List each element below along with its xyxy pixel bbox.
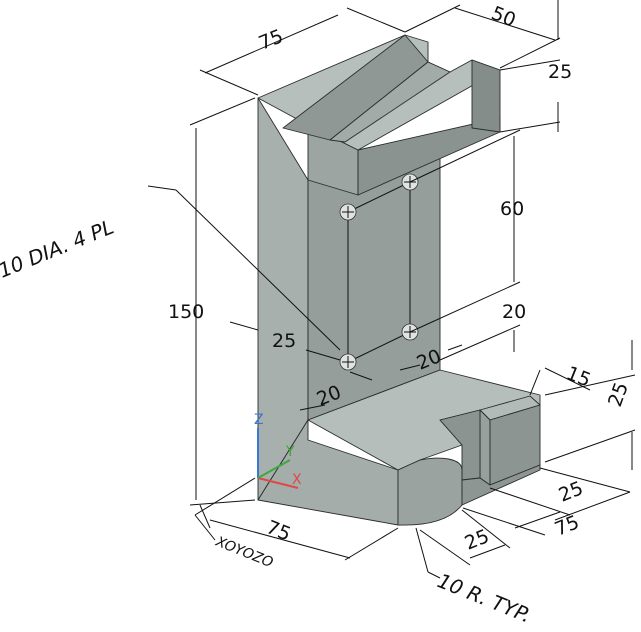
hole-centerlines [347, 181, 411, 363]
dimension-lines [147, 0, 636, 579]
top-slot-floor [329, 61, 451, 143]
step-front-face [479, 409, 491, 486]
ucs-icon: Z X Y [254, 412, 302, 489]
ucs-label: XOYOZO [213, 533, 276, 571]
ucs-x-axis [257, 477, 299, 489]
dim-base-depth-b: 75 [552, 511, 583, 540]
dim-top-width: 75 [256, 25, 287, 54]
note-holes: 10 DIA. 4 PL [0, 215, 117, 283]
base-round-corner [397, 457, 463, 526]
dim-height: 150 [168, 301, 204, 323]
dim-step-width: 15 [563, 362, 594, 391]
top-block-end [471, 59, 501, 133]
dim-base-front: 25 [462, 525, 493, 554]
ucs-z-label: Z [254, 412, 264, 428]
ucs-y-axis [257, 459, 291, 479]
dim-hole-offset-bottom: 20 [502, 301, 526, 323]
dim-slot-height: 25 [548, 61, 572, 83]
part-solid [257, 34, 541, 526]
note-radius: 10 R. TYP. [434, 568, 534, 627]
dim-base-depth-a: 25 [556, 477, 587, 506]
dim-step-height: 25 [604, 379, 633, 409]
dim-hole-spacing-v: 60 [500, 198, 524, 220]
ucs-y-label: Y [285, 444, 295, 460]
ucs-x-label: X [292, 472, 302, 488]
base-right-face [461, 464, 541, 506]
dim-web-thickness: 25 [272, 330, 296, 352]
base-front-face [257, 419, 399, 526]
